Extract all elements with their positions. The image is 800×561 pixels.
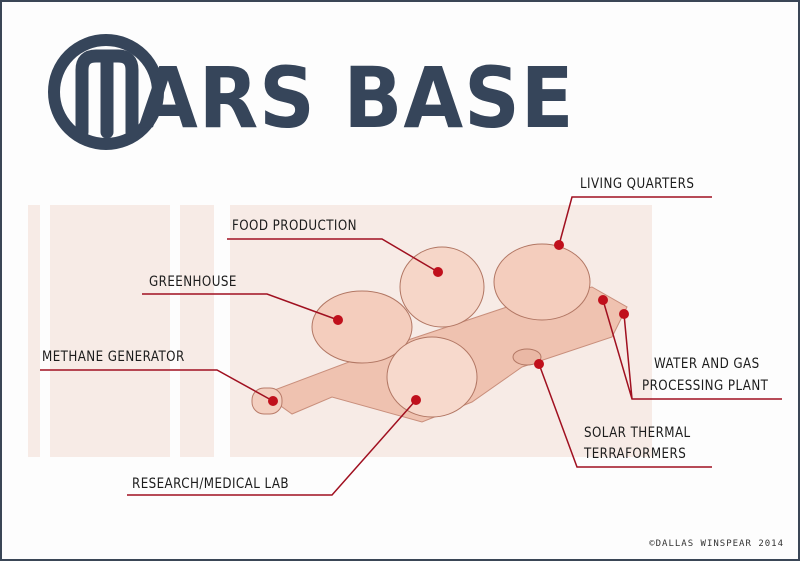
label-water-gas-line1: WATER AND GAS — [654, 356, 760, 372]
label-solar-thermal-line1: SOLAR THERMAL — [584, 425, 691, 441]
copyright: ©DALLAS WINSPEAR 2014 — [649, 539, 784, 549]
label-water-gas-line2: PROCESSING PLANT — [642, 378, 769, 394]
label-research-lab: RESEARCH/MEDICAL LAB — [132, 476, 289, 492]
logo-circle-m — [48, 34, 164, 150]
label-methane-generator: METHANE GENERATOR — [42, 349, 185, 365]
label-greenhouse: GREENHOUSE — [149, 274, 237, 290]
page-title: ARS BASE — [138, 49, 575, 147]
label-solar-thermal-line2: TERRAFORMERS — [584, 446, 687, 462]
label-food-production: FOOD PRODUCTION — [232, 218, 357, 234]
marker-dots — [268, 240, 629, 406]
mars-base-model — [251, 243, 628, 423]
label-living-quarters: LIVING QUARTERS — [580, 176, 695, 192]
leader-lines — [40, 196, 782, 496]
